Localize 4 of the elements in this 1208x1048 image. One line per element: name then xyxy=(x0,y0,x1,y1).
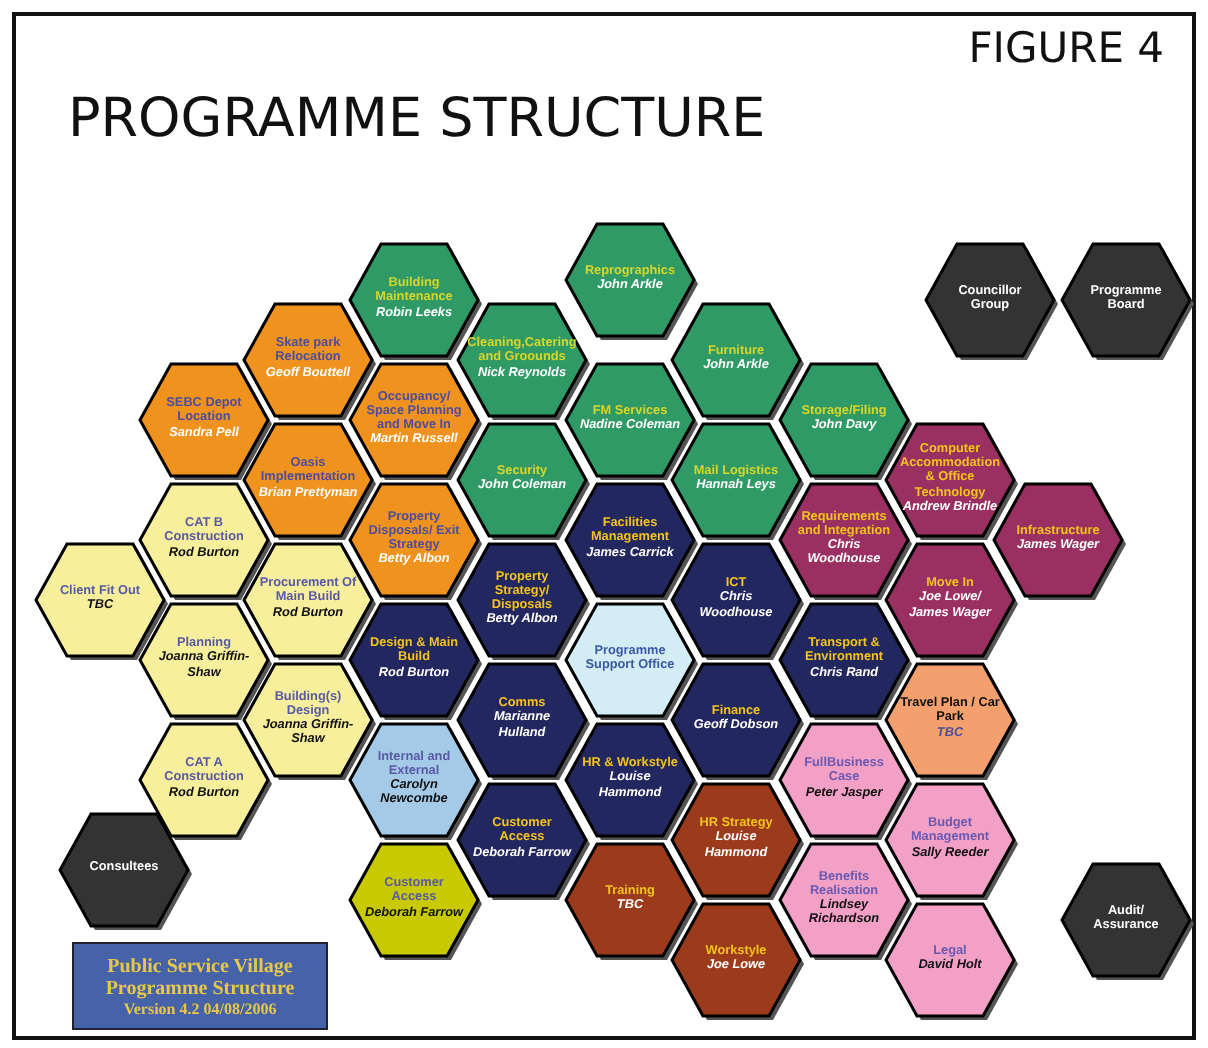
diagram-title: PROGRAMME STRUCTURE xyxy=(68,88,766,150)
panel-heading: Public Service Village Programme Structure xyxy=(103,955,297,999)
version-text: Version 4.2 04/08/2006 xyxy=(123,999,277,1017)
figure-number: FIGURE 4 xyxy=(968,24,1164,72)
